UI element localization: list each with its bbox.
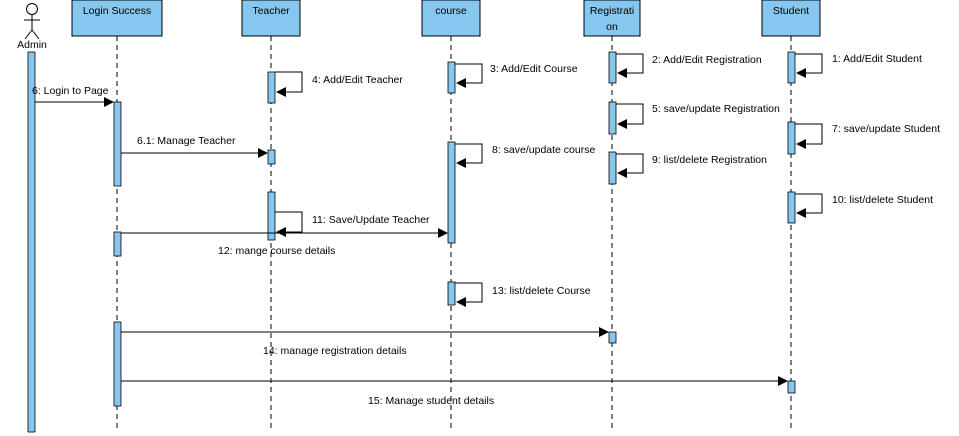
message-arrow — [275, 71, 303, 97]
lifeline-label-registration-2: on — [606, 21, 618, 33]
message-label: 15: Manage student details — [368, 395, 494, 407]
actor-label: Admin — [17, 39, 47, 51]
lifeline-label-course: course — [435, 5, 467, 17]
message-label: 10: list/delete Student — [832, 194, 933, 206]
activation-teacher-3 — [267, 191, 276, 241]
message-label: 8: save/update course — [492, 144, 595, 156]
message-arrow — [616, 103, 644, 129]
message-3: 3: Add/Edit Course — [455, 63, 578, 88]
message-4: 4: Add/Edit Teacher — [275, 71, 403, 97]
message-arrow — [455, 282, 483, 307]
activation-registration-1 — [608, 51, 617, 84]
activation-course-2 — [447, 141, 456, 244]
message-10: 10: list/delete Student — [795, 193, 933, 218]
activation-student-4 — [787, 380, 796, 394]
activation-student-1 — [787, 51, 796, 84]
message-arrow — [616, 153, 644, 178]
activation-student-2 — [787, 121, 796, 155]
activation-registration-4 — [608, 331, 617, 344]
lifeline-label-registration-1: Registrati — [590, 5, 634, 17]
activation-teacher-1 — [267, 71, 276, 104]
message-label: 11: Save/Update Teacher — [312, 214, 430, 226]
message-label: 14: manage registration details — [263, 345, 407, 357]
lifeline-label-teacher: Teacher — [252, 5, 290, 17]
lifeline-header-course — [421, 0, 481, 37]
message-label: 7: save/update Student — [832, 123, 940, 135]
activation-login-1 — [113, 101, 122, 187]
message-12: 12: mange course details — [121, 228, 448, 257]
message-label: 12: mange course details — [218, 245, 335, 257]
message-15: 15: Manage student details — [121, 376, 788, 407]
message-label: 6.1: Manage Teacher — [137, 135, 236, 147]
message-arrow — [616, 53, 644, 78]
message-arrow — [455, 63, 483, 88]
message-1: 1: Add/Edit Student — [795, 53, 922, 78]
lifeline-student: Student — [761, 0, 821, 432]
message-11: 11: Save/Update Teacher — [275, 211, 430, 237]
actor-admin: Admin — [17, 3, 47, 433]
message-label: 2: Add/Edit Registration — [652, 54, 762, 66]
message-label: 9: list/delete Registration — [652, 154, 767, 166]
message-label: 6: Login to Page — [32, 85, 109, 97]
message-2: 2: Add/Edit Registration — [616, 53, 762, 78]
lifeline-label-student: Student — [773, 5, 809, 17]
message-label: 1: Add/Edit Student — [832, 53, 922, 65]
activation-admin — [27, 51, 36, 433]
message-13: 13: list/delete Course — [455, 282, 591, 307]
lifeline-header-student — [761, 0, 821, 37]
activation-student-3 — [787, 191, 796, 224]
activation-registration-2 — [608, 101, 617, 135]
message-8: 8: save/update course — [455, 143, 595, 168]
activation-course-1 — [447, 61, 456, 94]
activation-registration-3 — [608, 151, 617, 185]
activation-teacher-2 — [267, 149, 276, 165]
lifeline-header-registration — [583, 0, 641, 37]
message-label: 5: save/update Registration — [652, 103, 780, 115]
message-9: 9: list/delete Registration — [616, 153, 767, 178]
lifeline-label-login: Login Success — [83, 5, 151, 17]
message-5: 5: save/update Registration — [616, 103, 780, 129]
message-6: 6: Login to Page — [32, 85, 114, 107]
message-14: 14: manage registration details — [121, 327, 609, 357]
activation-course-3 — [447, 281, 456, 306]
lifeline-header-login — [71, 0, 163, 37]
lifeline-registration: Registrati on — [583, 0, 641, 432]
message-arrow — [455, 143, 483, 168]
stick-figure-actor-icon — [24, 3, 40, 40]
message-arrow — [795, 193, 823, 218]
message-label: 13: list/delete Course — [492, 285, 591, 297]
message-6-1: 6.1: Manage Teacher — [121, 135, 268, 158]
message-label: 3: Add/Edit Course — [490, 63, 578, 75]
activation-login-2 — [113, 231, 122, 257]
message-label: 4: Add/Edit Teacher — [312, 74, 403, 86]
message-arrow — [275, 211, 303, 237]
message-arrow — [795, 53, 823, 78]
activation-login-3 — [113, 321, 122, 407]
message-7: 7: save/update Student — [795, 123, 940, 149]
lifeline-header-teacher — [241, 0, 301, 37]
message-arrow — [795, 123, 823, 149]
